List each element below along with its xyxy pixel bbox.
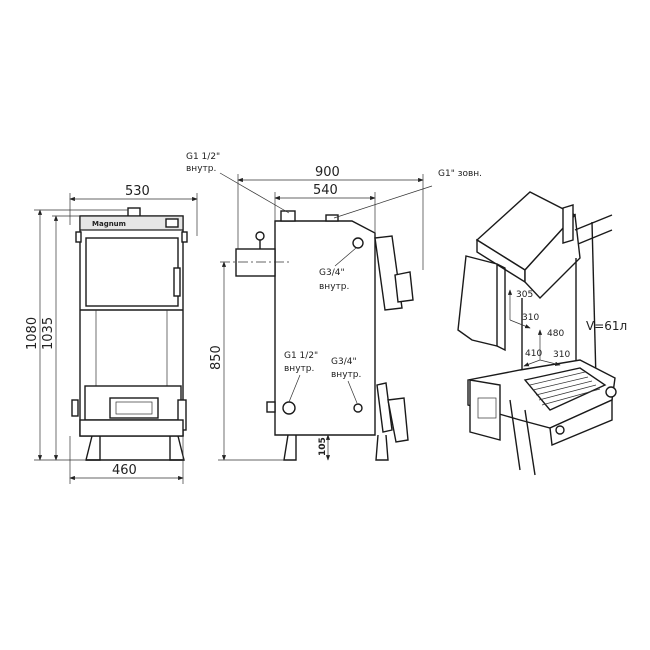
dim-height-total: 1080: [25, 317, 40, 350]
brand-logo: Magnum: [92, 220, 126, 228]
door-open: [457, 255, 498, 347]
dim-height-body: 1035: [41, 317, 56, 350]
label-top-left-size: G1 1/2": [186, 152, 220, 162]
dim-height-flue: 850: [209, 345, 224, 370]
label-top-left-type: внутр.: [186, 164, 216, 174]
label-lower-right-type: внутр.: [331, 370, 361, 380]
label-upper-right-size: G3/4": [319, 268, 345, 278]
iso-dim-480: 480: [547, 329, 564, 339]
dim-depth-total: 900: [315, 165, 340, 180]
front-view: Magnum 530 1080 1035 460: [25, 184, 198, 484]
label-lower-right-size: G3/4": [331, 357, 357, 367]
iso-dim-310-b: 310: [553, 350, 570, 360]
dim-width-bottom: 460: [112, 463, 137, 478]
isometric-view: 305 310 480 410 310 V=61л: [457, 191, 627, 476]
iso-volume: V=61л: [586, 319, 627, 333]
iso-dim-410: 410: [525, 349, 542, 359]
flue-pipe: [235, 248, 276, 277]
dim-width-top: 530: [125, 184, 150, 199]
label-top-right-size: G1" зовн.: [438, 169, 482, 179]
label-lower-left-type: внутр.: [284, 364, 314, 374]
upper-door: [85, 237, 179, 307]
iso-dim-310-a: 310: [522, 313, 539, 323]
side-view: 900 540 850 105 G1 1/2" внутр. G1" зовн.…: [186, 152, 482, 461]
label-lower-left-size: G1 1/2": [284, 351, 318, 361]
label-upper-right-type: внутр.: [319, 282, 349, 292]
dim-leg-height: 105: [318, 437, 328, 456]
iso-dim-305: 305: [516, 290, 533, 300]
dim-depth-body: 540: [313, 183, 338, 198]
